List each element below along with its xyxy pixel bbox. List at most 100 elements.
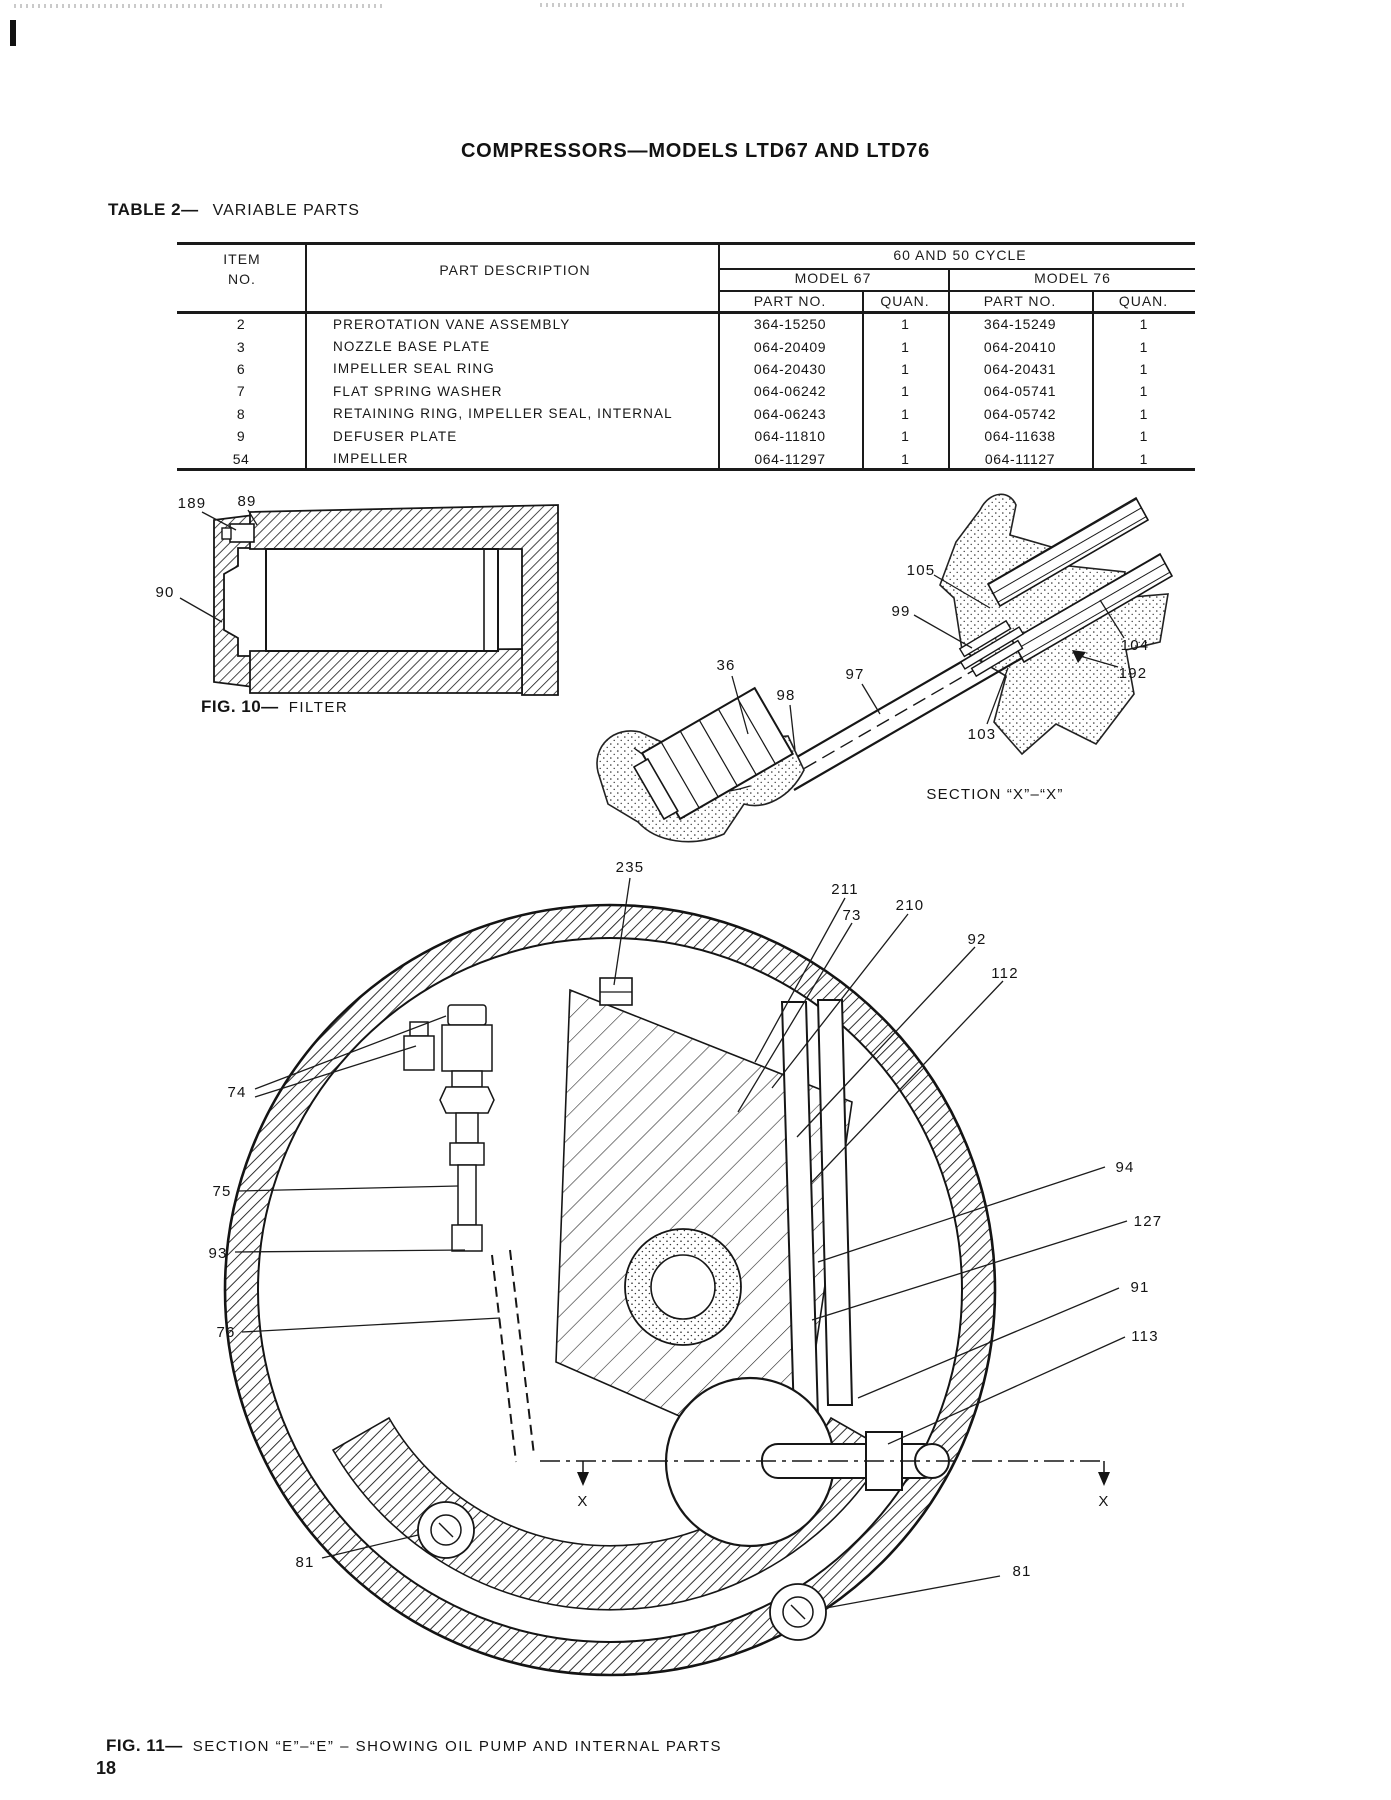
callout-81-right: 81 <box>1012 1563 1031 1580</box>
cell-quan-76: 1 <box>1139 316 1148 333</box>
scan-noise-left <box>14 4 386 8</box>
table-rule <box>718 290 1195 292</box>
leader-192 <box>1079 655 1119 668</box>
table-row: 2 PREROTATION VANE ASSEMBLY 364-15250 1 … <box>177 313 1195 335</box>
cell-item-no: 3 <box>236 338 246 355</box>
fig10-filter-drawing: 189 89 90 <box>155 493 559 696</box>
table-row: 3 NOZZLE BASE PLATE 064-20409 1 064-2041… <box>177 335 1195 357</box>
callout-73: 73 <box>842 907 861 924</box>
cell-part-no-76: 064-11638 <box>984 428 1056 445</box>
leader-112 <box>811 980 1004 1183</box>
page-number: 18 <box>96 1758 117 1778</box>
leader-104 <box>1099 599 1125 639</box>
leader-92 <box>796 946 976 1138</box>
filter-bolt <box>229 523 255 543</box>
leader-76 <box>241 1317 501 1333</box>
oil-tube-rear <box>816 999 854 1406</box>
table-row: 8 RETAINING RING, IMPELLER SEAL, INTERNA… <box>177 403 1195 425</box>
table-row: 9 DEFUSER PLATE 064-11810 1 064-11638 1 <box>177 425 1195 447</box>
callout-92: 92 <box>967 931 986 948</box>
leader-81-left <box>321 1534 419 1559</box>
table-rule <box>177 242 1195 245</box>
table-row: 7 FLAT SPRING WASHER 064-06242 1 064-057… <box>177 380 1195 402</box>
scan-noise-right <box>540 3 1188 7</box>
leader-81-right <box>825 1575 1001 1609</box>
callout-36: 36 <box>716 657 735 674</box>
cell-part-no-67: 064-20430 <box>753 360 827 377</box>
leader-105 <box>933 574 991 609</box>
leader-93 <box>234 1249 466 1253</box>
callout-103: 103 <box>968 726 997 743</box>
col-header-part-no-67: PART NO. <box>753 293 827 309</box>
leader-91 <box>857 1287 1120 1399</box>
filter-bottom-wall <box>249 648 523 694</box>
col-header-quan-67: QUAN. <box>880 293 930 309</box>
drain-plug-right <box>769 1583 827 1641</box>
cell-item-no: 9 <box>236 428 246 445</box>
cell-part-no-76: 064-20410 <box>983 338 1057 355</box>
scan-corner-mark <box>10 20 16 46</box>
cell-part-no-67: 064-06242 <box>753 383 827 400</box>
filter-cartridge <box>265 548 499 652</box>
callout-211: 211 <box>831 881 859 898</box>
cell-part-description: FLAT SPRING WASHER <box>333 383 503 399</box>
cell-part-no-67: 064-06243 <box>753 405 827 422</box>
callout-93: 93 <box>208 1245 227 1262</box>
col-header-part-description: PART DESCRIPTION <box>439 262 591 278</box>
leader-74b <box>254 1045 417 1098</box>
section-arrow-left <box>577 1472 589 1486</box>
cell-quan-76: 1 <box>1139 428 1148 445</box>
cell-item-no: 2 <box>236 316 246 333</box>
col-group-model67: MODEL 67 <box>794 270 872 286</box>
section-marker-x-right: X <box>1098 1493 1109 1510</box>
threaded-tube-lower <box>1010 552 1174 664</box>
col-header-item-no: NO. <box>228 271 256 287</box>
table-rule <box>177 311 1195 314</box>
cell-part-no-76: 064-05742 <box>983 405 1057 422</box>
callout-210: 210 <box>896 897 925 914</box>
table-rule <box>305 242 307 470</box>
filter-shell <box>249 504 559 696</box>
col-group-model76: MODEL 76 <box>1034 270 1111 286</box>
cell-quan-76: 1 <box>1139 450 1148 467</box>
fig10-label: FIG. 10— <box>201 697 279 716</box>
cell-quan-76: 1 <box>1139 383 1148 400</box>
cell-part-no-67: 364-15250 <box>753 316 827 333</box>
leader-94 <box>817 1166 1106 1263</box>
table-rule <box>948 268 950 470</box>
cell-part-description: IMPELLER SEAL RING <box>333 361 495 377</box>
callout-112: 112 <box>991 965 1019 982</box>
col-header-item: ITEM <box>223 251 261 267</box>
col-header-quan-76: QUAN. <box>1118 293 1169 309</box>
suction-pipe-hidden <box>509 1249 535 1456</box>
suction-pipe-hidden <box>491 1254 517 1463</box>
table-rule <box>718 268 1195 270</box>
cell-quan-67: 1 <box>901 338 909 355</box>
cell-quan-76: 1 <box>1139 360 1148 377</box>
callout-98: 98 <box>776 687 795 704</box>
table-caption: VARIABLE PARTS <box>212 202 360 219</box>
leader-113 <box>887 1336 1126 1445</box>
callout-235: 235 <box>616 859 645 876</box>
strainer-screen <box>632 686 795 821</box>
fig10-caption: FIG. 10—FILTER <box>201 697 348 717</box>
callout-127: 127 <box>1134 1213 1163 1230</box>
oil-pump-assembly <box>403 1004 495 1252</box>
fig11-section-drawing: 235 211 73 210 92 112 74 75 93 76 94 127… <box>208 859 1163 1677</box>
leader-97 <box>861 683 881 715</box>
cell-item-no: 7 <box>236 383 246 400</box>
table-label: TABLE 2—VARIABLE PARTS <box>108 200 360 220</box>
cell-part-description: IMPELLER <box>333 451 409 467</box>
callout-91: 91 <box>1130 1279 1149 1296</box>
cell-part-no-67: 064-11810 <box>754 428 826 445</box>
callout-74: 74 <box>227 1084 246 1101</box>
callout-89: 89 <box>237 493 256 510</box>
table-rule <box>718 242 720 470</box>
table-row: 54 IMPELLER 064-11297 1 064-11127 1 <box>177 447 1195 469</box>
cell-part-description: NOZZLE BASE PLATE <box>333 339 491 355</box>
cell-part-no-76: 064-20431 <box>983 360 1057 377</box>
leader-127 <box>811 1220 1128 1321</box>
leader-74a <box>254 1015 447 1090</box>
col-header-part-no-76: PART NO. <box>983 293 1057 309</box>
cell-part-description: DEFUSER PLATE <box>333 428 458 444</box>
